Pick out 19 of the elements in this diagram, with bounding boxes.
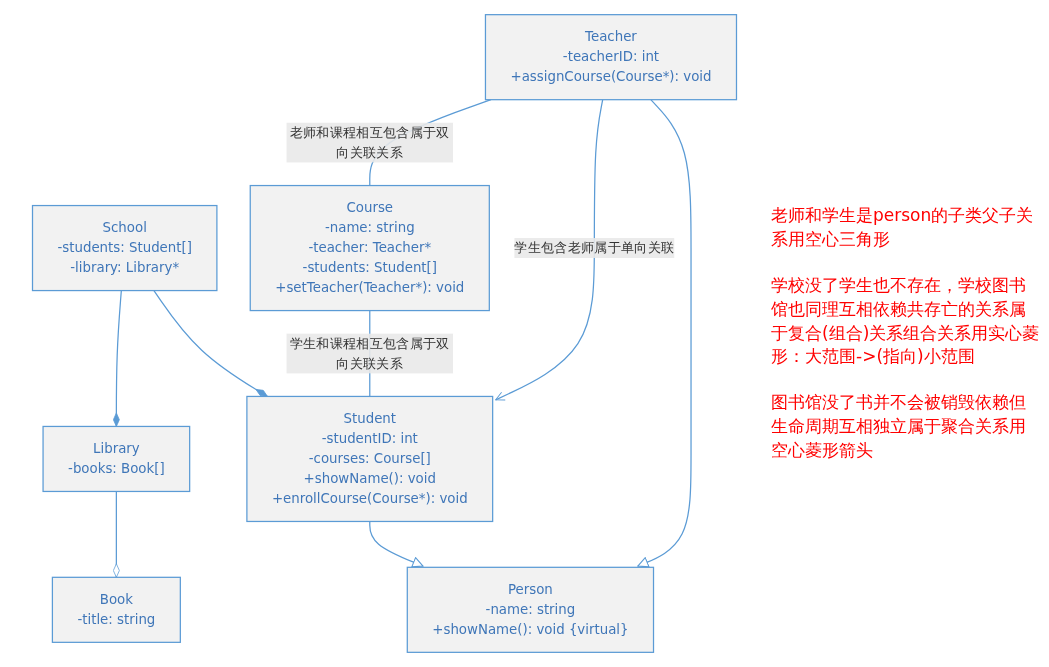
node-box: School -students: Student[] -library: Library*: [31, 204, 218, 292]
connector: [113, 490, 120, 578]
note-text: 老师和学生是person的子类父子关系用空心三角形: [771, 204, 1035, 252]
edge-label: 学生和课程相互包含属于双向关联关系: [289, 335, 450, 372]
note-text: 图书馆没了书并不会被销毁依赖但生命周期互相独立属于聚合关系用空心菱形箭头: [771, 391, 1027, 462]
connector: [153, 289, 269, 398]
node-box: Course -name: string -teacher: Teacher* -students: Student[] +setTeacher(Teacher*): void: [249, 184, 490, 312]
node-box: Student -studentID: int -courses: Course[] +showName(): void +enrollCourse(Course*): void: [246, 395, 494, 523]
node-box: Library -books: Book[]: [42, 425, 191, 493]
node-box: Book -title: string: [51, 576, 181, 643]
connector: [113, 289, 122, 428]
node-box: Person -name: string +showName(): void {virtual}: [406, 566, 655, 653]
node-box: Teacher -teacherID: int +assignCourse(Course*): void: [484, 14, 738, 101]
arrow: [637, 99, 692, 568]
edge-label: 学生包含老师属于单向关联: [514, 239, 675, 256]
edge-label: 老师和课程相互包含属于双向关联关系: [289, 124, 450, 161]
note-text: 学校没了学生也不存在，学校图书馆也同理互相依赖共存亡的关系属于复合(组合)关系组合关系用实心菱形：大范围->(指向)小范围: [771, 274, 1041, 369]
arrow: [369, 520, 424, 568]
arrow: [495, 99, 604, 401]
